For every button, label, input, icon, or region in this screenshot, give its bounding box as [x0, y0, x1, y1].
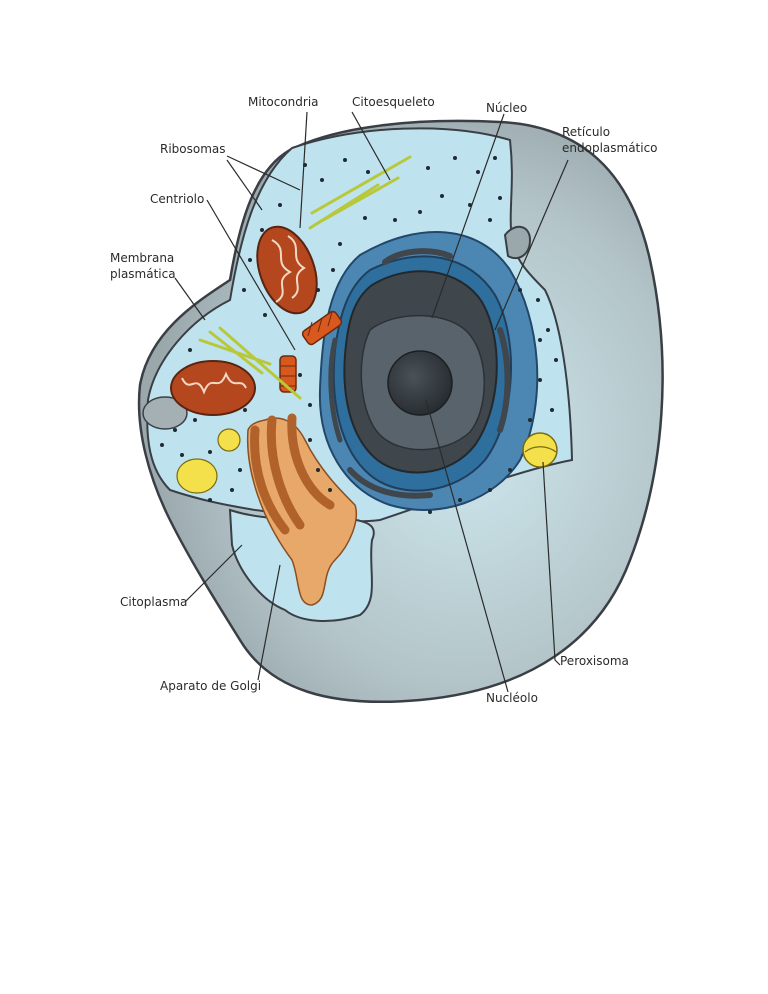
label-nucleolo: Nucléolo — [486, 691, 538, 705]
label-citoesqueleto: Citoesqueleto — [352, 95, 435, 109]
vesicle-left — [142, 396, 188, 430]
er-cisterna-4 — [328, 337, 343, 443]
label-citoplasma: Citoplasma — [120, 595, 187, 609]
label-membrana-line2: plasmática — [110, 267, 176, 281]
ribosomes — [160, 156, 558, 514]
label-reticulo-line1: Retículo — [562, 125, 610, 139]
label-centriolo: Centriolo — [150, 192, 204, 206]
label-peroxisoma: Peroxisoma — [560, 654, 629, 668]
leader-lines — [174, 111, 569, 693]
golgi-apparatus — [246, 413, 357, 606]
label-mitocondria: Mitocondria — [248, 95, 319, 109]
cytoskeleton — [198, 155, 412, 400]
mitochondrion-left — [170, 360, 256, 416]
mitochondrion-upper — [256, 225, 318, 315]
nucleolus — [387, 350, 453, 416]
er-cisterna-3 — [347, 467, 433, 499]
centriole-1 — [301, 310, 343, 346]
vesicle-yellow-2 — [176, 458, 218, 494]
er-cisterna-1 — [382, 248, 453, 265]
label-ribosomas: Ribosomas — [160, 142, 226, 156]
label-membrana-line1: Membrana — [110, 251, 174, 265]
label-nucleo: Núcleo — [486, 101, 527, 115]
vesicle-yellow-1 — [217, 428, 241, 452]
label-aparato-golgi: Aparato de Golgi — [160, 679, 261, 693]
er-cisterna-2 — [497, 327, 511, 433]
peroxisome-right — [522, 432, 558, 468]
label-reticulo-line2: endoplasmático — [562, 141, 658, 155]
membrane-notch — [503, 225, 532, 260]
